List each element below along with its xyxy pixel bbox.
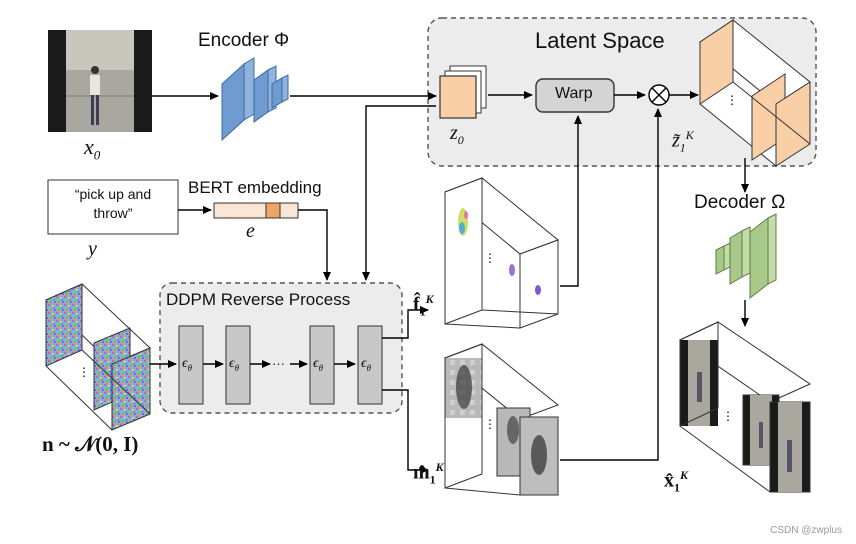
noise-label: n ~ 𝒩(0, I) xyxy=(42,432,139,456)
y-label: y xyxy=(88,238,97,260)
denoiser-blocks xyxy=(178,325,383,405)
warp-label: Warp xyxy=(555,85,593,102)
output-video-stack: ⋮ xyxy=(679,321,812,493)
denoiser-block-1 xyxy=(178,325,204,405)
output-label: x̂1K xyxy=(664,468,689,495)
eps-dots: ··· xyxy=(272,356,285,371)
ddpm-panel xyxy=(159,282,403,414)
noise-stack: ⋮ xyxy=(45,283,151,431)
svg-text:⋮: ⋮ xyxy=(722,409,734,423)
prompt-text: “pick up and throw” xyxy=(50,185,176,223)
prompt-line-2: throw” xyxy=(93,205,133,221)
eps-label-1: ϵθ xyxy=(182,356,193,373)
prompt-box xyxy=(47,179,179,235)
latent-z0 xyxy=(439,65,487,119)
latent-space-title: Latent Space xyxy=(535,28,665,53)
decoder-block xyxy=(715,213,777,300)
svg-text:⋮: ⋮ xyxy=(726,93,738,107)
encoder-label: Encoder Φ xyxy=(198,30,290,51)
denoiser-block-2 xyxy=(225,325,251,405)
watermark: CSDN @zwplus xyxy=(770,525,842,536)
prompt-line-1: “pick up and xyxy=(74,186,152,202)
ddpm-label: DDPM Reverse Process xyxy=(166,290,351,309)
mask-stack: ⋮ xyxy=(444,343,560,496)
mask-label: m̂1K xyxy=(413,460,444,487)
latent-z-tilde-stack: ⋮ xyxy=(699,19,811,168)
flow-label: f̂1K xyxy=(413,292,434,319)
denoiser-block-3 xyxy=(309,325,335,405)
svg-text:⋮: ⋮ xyxy=(78,365,90,379)
z-tilde-label: z̃1K xyxy=(672,128,694,155)
svg-text:⋮: ⋮ xyxy=(484,251,496,265)
z0-label: z0 xyxy=(450,122,464,147)
encoder-block xyxy=(221,57,289,142)
denoiser-block-4 xyxy=(357,325,383,405)
flow-field-stack: ⋮ xyxy=(444,177,559,329)
input-frame-x0 xyxy=(48,30,152,132)
multiply-icon xyxy=(648,84,670,106)
bert-embedding-bar xyxy=(213,202,299,219)
decoder-label: Decoder Ω xyxy=(694,192,786,213)
arrows xyxy=(150,91,749,474)
eps-label-4: ϵθ xyxy=(361,356,372,373)
bert-label: BERT embedding xyxy=(188,178,322,197)
eps-label-3: ϵθ xyxy=(313,356,324,373)
eps-label-2: ϵθ xyxy=(229,356,240,373)
svg-text:⋮: ⋮ xyxy=(484,417,496,431)
x0-label: x0 xyxy=(84,134,101,163)
e-label: e xyxy=(246,220,255,242)
